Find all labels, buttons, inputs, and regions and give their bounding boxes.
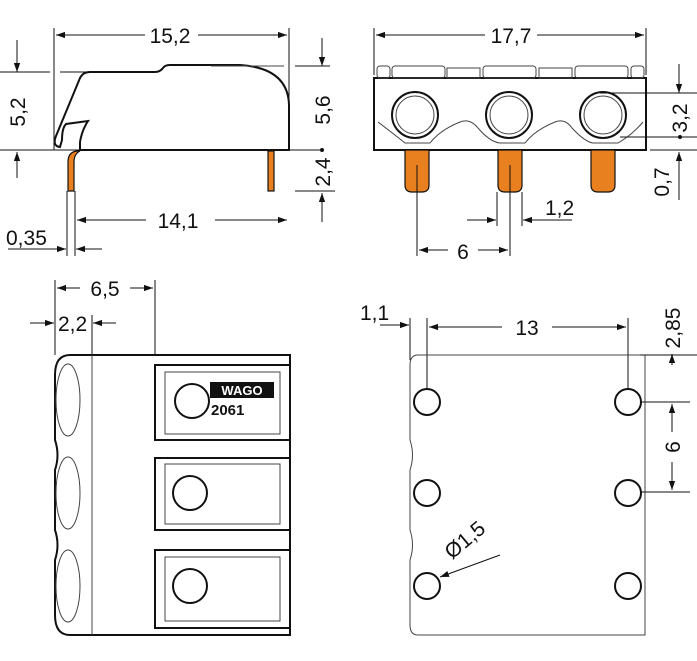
dim-offset: 0,7 (651, 167, 674, 196)
dim-hole-spacing-x: 13 (515, 317, 538, 340)
wire-entry-holes (391, 91, 627, 139)
dim-edge-offset: 1,1 (360, 302, 389, 325)
logo-text: WAGO (221, 383, 262, 398)
dim-pin-length: 2,4 (312, 157, 335, 187)
dim-pin-spacing: 14,1 (158, 210, 199, 233)
dim-depth: 6,5 (90, 278, 119, 301)
pin-3 (590, 149, 616, 193)
dim-pitch: 6 (457, 241, 469, 264)
top-view: 6,5 2,2 WAGO 2061 (30, 278, 291, 636)
dim-pin-thickness: 0,35 (6, 227, 47, 250)
pin-left (67, 150, 81, 192)
dim-pin-width: 1,2 (545, 197, 574, 220)
lever-2 (154, 457, 291, 531)
footprint-outline (409, 354, 646, 636)
side-view: 15,2 5,2 5,6 2,4 14,1 0,35 (0, 25, 335, 256)
dim-pitch: 6 (662, 441, 685, 453)
dim-height-right: 5,6 (312, 95, 335, 124)
lever-3 (154, 549, 291, 629)
pin-right (267, 150, 275, 192)
pcb-holes (413, 388, 642, 600)
pcb-footprint: 1,1 13 2,85 6 Ø1,5 (360, 302, 697, 636)
lever-1 (154, 364, 291, 441)
dim-width: 15,2 (150, 25, 191, 48)
front-view: 17,7 3,2 0,7 1,2 6 (373, 25, 697, 264)
dim-hole-diameter: Ø1,5 (440, 517, 490, 564)
dim-width: 17,7 (491, 25, 532, 48)
part-number: 2061 (211, 402, 244, 419)
dim-height-left: 5,2 (7, 97, 30, 126)
wago-logo (210, 382, 274, 398)
housing-outline (53, 64, 290, 151)
dim-edge-offset-y: 2,85 (662, 308, 685, 349)
dim-offset: 2,2 (58, 313, 87, 336)
dim-hole-height: 3,2 (669, 103, 692, 132)
